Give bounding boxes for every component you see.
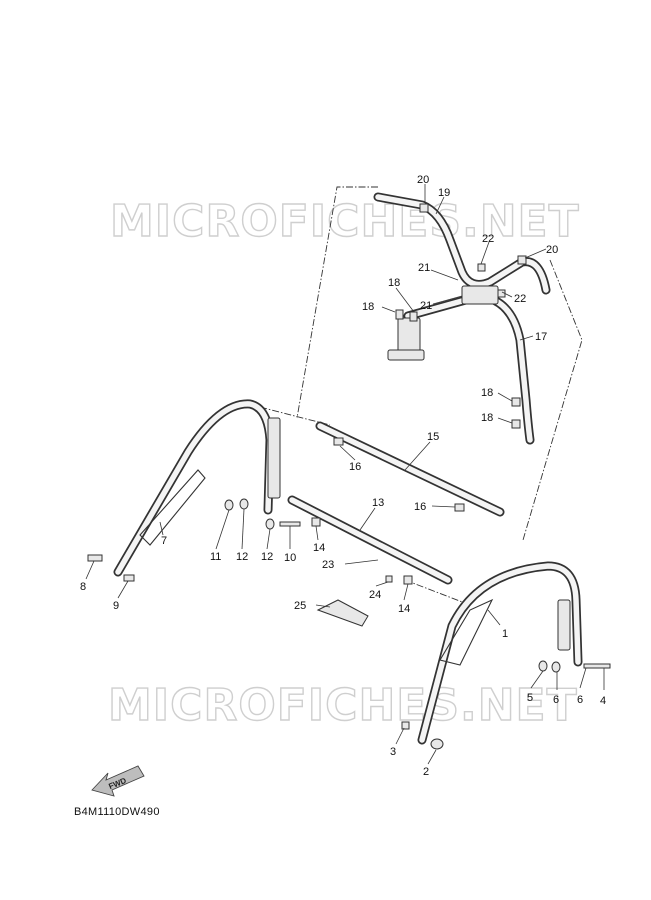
crossbar-15 xyxy=(315,421,505,517)
callout-22b: 22 xyxy=(514,293,526,305)
callout-9: 9 xyxy=(113,600,119,612)
callout-20a: 20 xyxy=(417,174,429,186)
callout-4: 4 xyxy=(600,695,606,707)
fwd-arrow-icon: FWD xyxy=(91,765,145,797)
callout-6a: 6 xyxy=(553,694,559,706)
callout-21a: 21 xyxy=(418,262,430,274)
rear-bracket-17 xyxy=(387,285,535,445)
callout-6b: 6 xyxy=(577,694,583,706)
diagram-code: B4M1110DW490 xyxy=(74,806,160,818)
watermark-bottom: MICROFICHES.NET xyxy=(108,680,578,731)
callout-7: 7 xyxy=(161,535,167,547)
callout-11: 11 xyxy=(210,551,221,563)
callout-2: 2 xyxy=(423,766,429,778)
crossbar-13 xyxy=(287,495,453,585)
hardware xyxy=(87,203,611,750)
callout-8: 8 xyxy=(80,581,86,593)
callout-19: 19 xyxy=(438,187,450,199)
upper-bar-19 xyxy=(373,192,551,295)
callout-5: 5 xyxy=(527,692,533,704)
callout-16b: 16 xyxy=(414,501,426,513)
callout-10: 10 xyxy=(284,552,296,564)
callout-12a: 12 xyxy=(236,551,248,563)
callout-25: 25 xyxy=(294,600,306,612)
callout-20b: 20 xyxy=(546,244,558,256)
callout-14a: 14 xyxy=(313,542,325,554)
watermark-top: MICROFICHES.NET xyxy=(110,196,580,247)
callout-17: 17 xyxy=(535,331,547,343)
callout-18c: 18 xyxy=(481,387,493,399)
callout-14b: 14 xyxy=(398,603,410,615)
callout-1: 1 xyxy=(502,628,508,640)
callout-21b: 21 xyxy=(420,300,432,312)
callout-18a: 18 xyxy=(388,277,400,289)
callout-18b: 18 xyxy=(362,301,374,313)
callout-22a: 22 xyxy=(482,233,494,245)
callout-18d: 18 xyxy=(481,412,493,424)
callout-15: 15 xyxy=(427,431,439,443)
right-arch-1 xyxy=(417,561,583,745)
callout-16a: 16 xyxy=(349,461,361,473)
callout-3: 3 xyxy=(390,746,396,758)
callout-12b: 12 xyxy=(261,551,273,563)
plate-25 xyxy=(316,599,369,627)
callout-13: 13 xyxy=(372,497,384,509)
callouts: 1 2 3 4 5 6 6 7 8 9 10 11 12 12 13 14 14… xyxy=(80,174,606,778)
leader-lines xyxy=(85,184,605,765)
alignment-lines xyxy=(247,186,583,606)
callout-23: 23 xyxy=(322,559,334,571)
callout-24: 24 xyxy=(369,589,381,601)
left-arch-7 xyxy=(113,399,281,577)
